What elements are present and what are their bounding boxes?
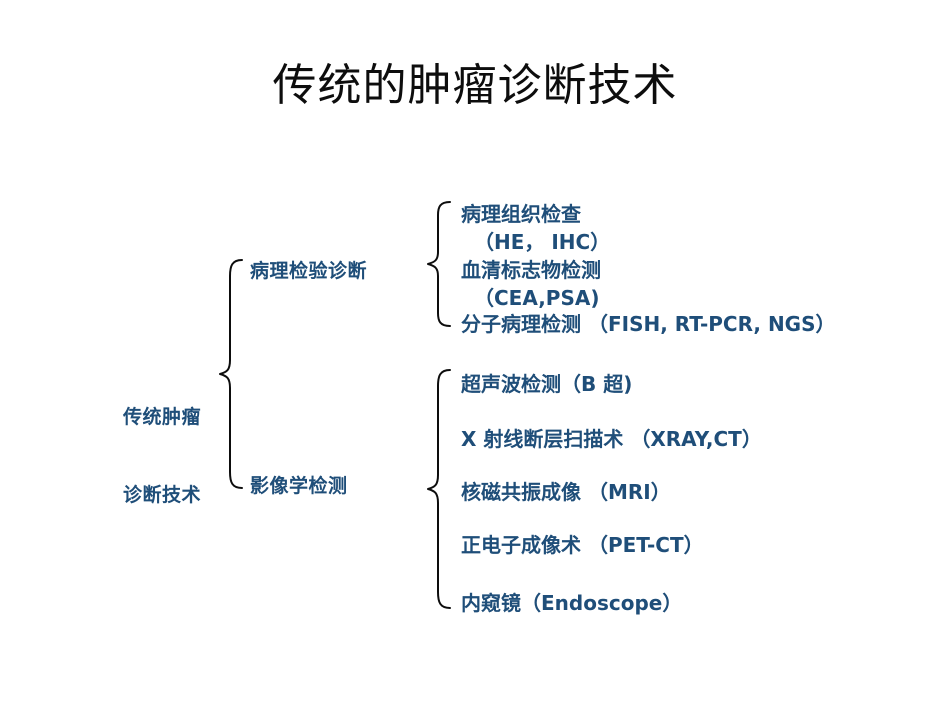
page-title: 传统的肿瘤诊断技术 [272, 60, 678, 111]
root-node-line1: 传统肿瘤 [122, 406, 201, 428]
leaf-endoscope: 内窥镜（Endoscope） [461, 591, 683, 615]
root-node: 传统肿瘤 诊断技术 [92, 352, 232, 560]
leaf-mri: 核磁共振成像 （MRI） [461, 480, 671, 504]
leaf-xray-ct: X 射线断层扫描术 （XRAY,CT） [461, 427, 762, 451]
leaf-histology: 病理组织检查 [461, 202, 581, 226]
leaf-pet-ct: 正电子成像术 （PET-CT） [461, 533, 704, 557]
root-brace-icon [218, 258, 244, 490]
imaging-brace-icon [426, 368, 452, 610]
leaf-histology-abbrev: （HE， IHC） [474, 230, 611, 254]
leaf-serum-marker-abbrev: （CEA,PSA) [474, 286, 600, 310]
branch-label-pathology: 病理检验诊断 [250, 260, 368, 282]
leaf-serum-marker: 血清标志物检测 [461, 258, 601, 282]
leaf-molecular-pathology: 分子病理检测 （FISH, RT-PCR, NGS） [461, 312, 836, 336]
leaf-ultrasound: 超声波检测（B 超) [461, 372, 633, 396]
root-node-line2: 诊断技术 [122, 484, 201, 506]
branch-label-imaging: 影像学检测 [250, 475, 348, 497]
pathology-brace-icon [426, 200, 452, 328]
